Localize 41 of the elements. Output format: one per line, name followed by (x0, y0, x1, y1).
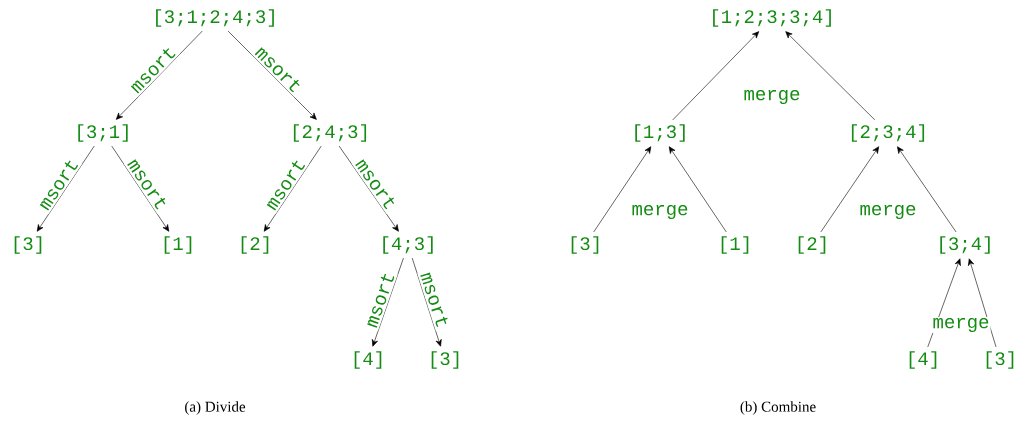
list-label: [2;4;3] (293, 124, 367, 142)
arrow (820, 146, 880, 233)
list-label: [1] (721, 236, 749, 254)
arrow (672, 31, 760, 121)
list-label: [3] (431, 351, 459, 369)
arrow (227, 30, 317, 120)
list-label: [1;2;3;3;4] (713, 9, 831, 27)
list-label: [2] (241, 236, 269, 254)
arrow (338, 145, 399, 232)
list-label: [3;1;2;4;3] (156, 9, 274, 27)
subfigure-caption: (a) Divide (183, 400, 247, 416)
edge-label: msort (361, 268, 398, 332)
list-label: [1] (164, 236, 192, 254)
arrow (785, 31, 876, 121)
operation-label: merge (630, 203, 690, 221)
list-label: [4] (354, 351, 382, 369)
list-label: [2] (798, 236, 826, 254)
list-label: [2;3;4] (851, 124, 925, 142)
edge-label: msort (417, 268, 453, 332)
list-label: [1;3] (635, 124, 685, 142)
arrow (36, 145, 95, 232)
arrow (111, 145, 170, 232)
arrow (897, 146, 957, 233)
operation-label: merge (931, 316, 991, 334)
arrow (668, 146, 727, 233)
operation-label: merge (858, 203, 918, 221)
operation-label: merge (742, 88, 802, 106)
list-label: [3] (14, 236, 42, 254)
arrow (411, 257, 442, 347)
list-label: [3] (571, 236, 599, 254)
list-label: [3] (986, 351, 1014, 369)
list-label: [3;4] (940, 236, 990, 254)
list-label: [4] (909, 351, 937, 369)
arrow (263, 145, 322, 232)
arrow (968, 258, 997, 348)
list-label: [3;1] (78, 124, 128, 142)
arrow (115, 30, 203, 120)
list-label: [4;3] (383, 236, 433, 254)
arrow (371, 257, 404, 347)
arrow (593, 146, 652, 233)
subfigure-caption: (b) Combine (738, 400, 818, 416)
